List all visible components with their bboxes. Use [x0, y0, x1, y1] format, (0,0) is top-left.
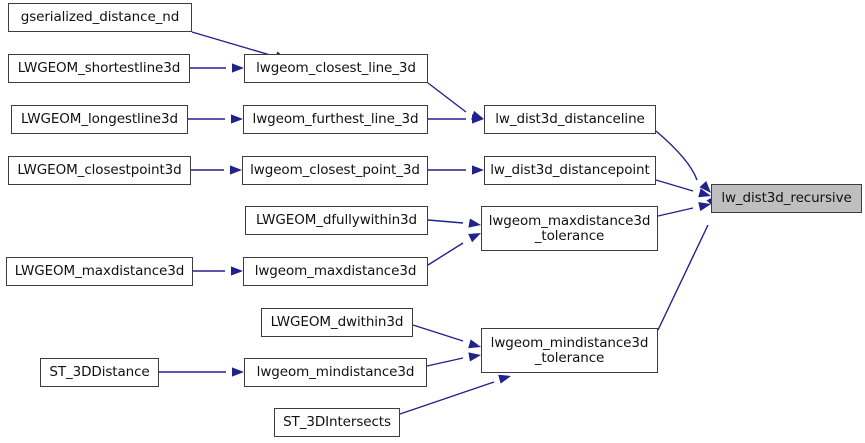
graph-node-ST_3DDistance[interactable]: ST_3DDistance: [40, 358, 159, 387]
graph-node-label: LWGEOM_closestpoint3d: [17, 162, 182, 178]
graph-node-ST_3DIntersects[interactable]: ST_3DIntersects: [274, 408, 400, 437]
graph-node-label: LWGEOM_maxdistance3d: [14, 263, 185, 279]
graph-edge-arrowhead: [468, 339, 481, 349]
graph-node-label: lw_dist3d_recursive: [721, 190, 852, 206]
graph-node-LWGEOM_closestpoint3d[interactable]: LWGEOM_closestpoint3d: [8, 156, 191, 185]
graph-node-label: lwgeom_maxdistance3d _tolerance: [488, 212, 651, 244]
graph-node-LWGEOM_longestline3d[interactable]: LWGEOM_longestline3d: [11, 105, 188, 134]
graph-node-lwgeom_mindistance3d[interactable]: lwgeom_mindistance3d: [244, 358, 427, 387]
graph-node-label: LWGEOM_dfullywithin3d: [255, 212, 418, 228]
graph-edge-arrowhead: [468, 352, 481, 362]
graph-edge-arrowhead: [698, 188, 711, 198]
graph-node-LWGEOM_maxdistance3d[interactable]: LWGEOM_maxdistance3d: [6, 257, 193, 286]
graph-edge-LWGEOM_dwithin3d--lwgeom_mindistance3d_tolerance: [412, 324, 464, 342]
graph-node-LWGEOM_dfullywithin3d[interactable]: LWGEOM_dfullywithin3d: [245, 206, 428, 235]
graph-node-label: lwgeom_mindistance3d _tolerance: [490, 334, 649, 366]
graph-edge-arrowhead: [498, 374, 511, 384]
graph-edge-arrowhead: [471, 110, 484, 120]
graph-edge-lwgeom_mindistance3d--lwgeom_mindistance3d_tolerance: [426, 357, 464, 367]
graph-edge-arrowhead: [698, 202, 711, 212]
graph-node-label: lwgeom_furthest_line_3d: [252, 111, 419, 127]
graph-node-lwgeom_mindistance3d_tolerance[interactable]: lwgeom_mindistance3d _tolerance: [481, 328, 658, 373]
graph-node-lw_dist3d_recursive[interactable]: lw_dist3d_recursive: [711, 184, 862, 213]
graph-node-gserialized_distance_nd[interactable]: gserialized_distance_nd: [8, 3, 192, 32]
graph-node-lwgeom_closest_line_3d[interactable]: lwgeom_closest_line_3d: [244, 54, 428, 83]
graph-node-lwgeom_furthest_line_3d[interactable]: lwgeom_furthest_line_3d: [243, 105, 428, 134]
graph-node-label: LWGEOM_longestline3d: [21, 111, 178, 127]
graph-node-lwgeom_maxdistance3d_tolerance[interactable]: lwgeom_maxdistance3d _tolerance: [481, 206, 658, 251]
graph-node-label: lw_dist3d_distancepoint: [490, 162, 650, 178]
graph-node-lw_dist3d_distancepoint[interactable]: lw_dist3d_distancepoint: [484, 156, 656, 185]
graph-edge-arrowhead: [468, 233, 481, 243]
graph-edge-arrowhead: [230, 165, 242, 175]
graph-node-LWGEOM_dwithin3d[interactable]: LWGEOM_dwithin3d: [261, 308, 413, 337]
graph-edge-LWGEOM_dfullywithin3d--lwgeom_maxdistance3d_tolerance: [427, 219, 464, 224]
graph-edge-arrowhead: [472, 165, 484, 175]
graph-edge-arrowhead: [232, 367, 244, 377]
graph-node-label: lwgeom_closest_point_3d: [250, 162, 420, 178]
graph-node-label: lwgeom_maxdistance3d: [254, 263, 417, 279]
graph-edge-lwgeom_maxdistance3d_tolerance--lw_dist3d_recursive: [657, 207, 694, 217]
graph-edge-lw_dist3d_distancepoint--lw_dist3d_recursive: [655, 179, 694, 192]
graph-node-label: ST_3DDistance: [49, 364, 150, 380]
graph-node-lwgeom_maxdistance3d[interactable]: lwgeom_maxdistance3d: [243, 257, 428, 286]
graph-node-lwgeom_closest_point_3d[interactable]: lwgeom_closest_point_3d: [242, 156, 428, 185]
graph-node-label: gserialized_distance_nd: [20, 9, 180, 25]
graph-edge-arrowhead: [231, 266, 243, 276]
graph-node-LWGEOM_shortestline3d[interactable]: LWGEOM_shortestline3d: [8, 54, 190, 83]
graph-edge-arrowhead: [231, 114, 243, 124]
graph-node-label: ST_3DIntersects: [283, 414, 391, 430]
graph-edge-arrowhead: [232, 63, 244, 73]
graph-edge-lw_dist3d_distanceline--lw_dist3d_recursive: [655, 130, 698, 181]
graph-edge-lwgeom_mindistance3d_tolerance--lw_dist3d_recursive: [657, 224, 709, 331]
graph-node-label: lwgeom_mindistance3d: [256, 364, 415, 380]
graph-node-lw_dist3d_distanceline[interactable]: lw_dist3d_distanceline: [484, 105, 656, 134]
graph-edge-lwgeom_maxdistance3d--lwgeom_maxdistance3d_tolerance: [427, 242, 464, 266]
graph-node-label: LWGEOM_dwithin3d: [270, 314, 404, 330]
graph-node-label: lw_dist3d_distanceline: [495, 111, 645, 127]
graph-edge-arrowhead: [699, 181, 711, 193]
graph-node-label: LWGEOM_shortestline3d: [17, 60, 181, 76]
graph-edge-arrowhead: [468, 218, 481, 228]
graph-node-label: lwgeom_closest_line_3d: [256, 60, 416, 76]
graph-edge-arrowhead: [472, 114, 484, 124]
graph-edge-lwgeom_closest_line_3d--lw_dist3d_distanceline: [427, 82, 467, 113]
